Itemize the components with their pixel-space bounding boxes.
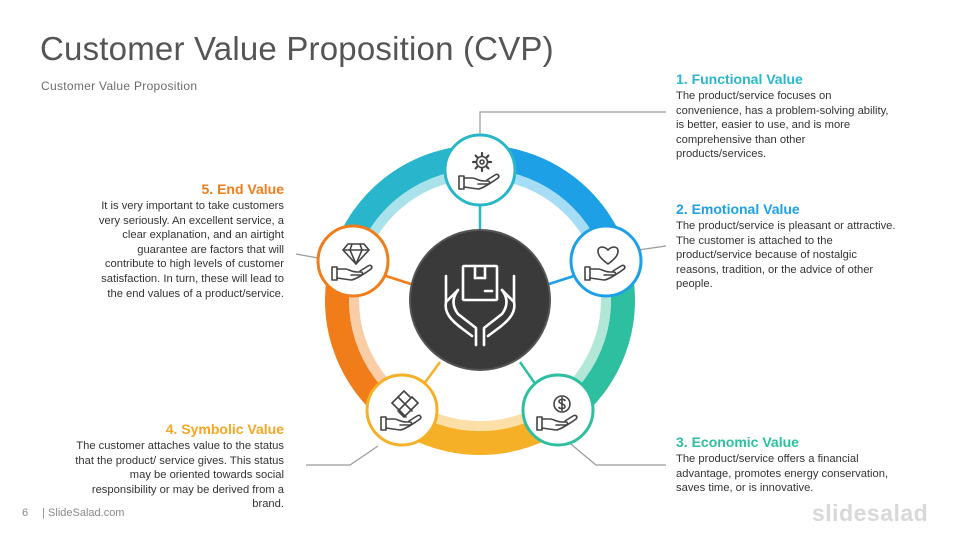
functional-value-line: The product/service focuses on bbox=[676, 90, 832, 102]
node-economic[interactable] bbox=[521, 373, 595, 447]
end-value-line: It is very important to take customers bbox=[101, 200, 284, 212]
emotional-value-line: product/service because of nostalgic bbox=[676, 249, 857, 262]
page-title: Customer Value Proposition (CVP) bbox=[40, 30, 554, 67]
emotional-value-line: The product/service is pleasant or attra… bbox=[676, 220, 896, 232]
connector-functional bbox=[479, 111, 666, 137]
gear-hand-icon bbox=[458, 151, 500, 190]
emotional-value-heading: 2. Emotional Value bbox=[676, 201, 800, 217]
heart-hand-icon bbox=[584, 246, 626, 281]
symbolic-value-block: 4. Symbolic Value The customer attaches … bbox=[40, 420, 284, 512]
end-value-line: guarantee are factors that will bbox=[137, 243, 284, 256]
connector-symbolic bbox=[306, 445, 379, 466]
economic-value-line: The product/service offers a financial bbox=[676, 453, 859, 465]
connector-economic bbox=[565, 439, 666, 466]
footer-site-link[interactable]: | SlideSalad.com bbox=[42, 507, 125, 519]
brand-logo-text: slidesalad bbox=[812, 500, 929, 526]
economic-value-line: advantage, promotes energy conservation, bbox=[676, 467, 889, 480]
connector-lines bbox=[295, 111, 667, 466]
page-number: 6 bbox=[22, 507, 29, 519]
emotional-value-line: The customer is attached to the bbox=[676, 234, 833, 247]
functional-value-heading: 1. Functional Value bbox=[676, 71, 803, 87]
diamond-hand-icon bbox=[331, 243, 373, 281]
emotional-value-block: 2. Emotional Value The product/service i… bbox=[676, 200, 931, 292]
functional-value-line: comprehensive than other bbox=[676, 133, 806, 146]
symbolic-value-line: that the product/ service gives. This st… bbox=[75, 454, 284, 467]
center-node bbox=[409, 229, 551, 371]
end-value-block: 5. End Value It is very important to tak… bbox=[40, 180, 284, 301]
connector-end bbox=[295, 253, 319, 259]
end-value-line: the end values of a product/service. bbox=[107, 287, 284, 300]
node-emotional[interactable] bbox=[569, 224, 643, 298]
functional-value-line: products/services. bbox=[676, 148, 767, 161]
end-value-heading: 5. End Value bbox=[201, 181, 284, 197]
economic-value-heading: 3. Economic Value bbox=[676, 434, 799, 450]
end-value-line: very seriously. An excellent service, a bbox=[98, 214, 284, 227]
node-symbolic[interactable] bbox=[365, 373, 439, 447]
functional-value-line: is better, easier to use, and is more bbox=[676, 119, 851, 132]
symbolic-value-line: responsibility or may be derived from a bbox=[91, 483, 284, 496]
functional-value-block: 1. Functional Value The product/service … bbox=[676, 70, 921, 162]
symbolic-value-heading: 4. Symbolic Value bbox=[165, 421, 284, 437]
symbolic-value-line: The customer attaches value to the statu… bbox=[76, 440, 284, 452]
functional-value-line: convenience, has a problem-solving abili… bbox=[676, 104, 889, 117]
box-hands-icon bbox=[444, 264, 516, 347]
emotional-value-line: people. bbox=[676, 278, 713, 291]
value-nodes bbox=[316, 133, 643, 447]
end-value-line: clear explanation, and an airtight bbox=[122, 229, 284, 242]
symbolic-value-line: may be oriented towards social bbox=[129, 469, 284, 482]
node-end[interactable] bbox=[316, 224, 390, 298]
dollar-hand-icon bbox=[536, 395, 578, 431]
end-value-line: contribute to high levels of customer bbox=[104, 258, 284, 271]
end-value-line: satisfaction. In turn, these will lead t… bbox=[101, 272, 284, 285]
footer: 6 | SlideSalad.com bbox=[22, 507, 124, 519]
emotional-value-line: reasons, tradition, or the advice of oth… bbox=[676, 263, 874, 276]
economic-value-block: 3. Economic Value The product/service of… bbox=[676, 433, 926, 496]
symbolic-value-line: brand. bbox=[252, 498, 284, 511]
knot-hand-icon bbox=[380, 390, 422, 431]
connector-emotional bbox=[637, 245, 667, 251]
node-functional[interactable] bbox=[443, 133, 517, 207]
page-subtitle: Customer Value Proposition bbox=[41, 79, 198, 93]
economic-value-line: saves time, or is innovative. bbox=[676, 482, 814, 495]
